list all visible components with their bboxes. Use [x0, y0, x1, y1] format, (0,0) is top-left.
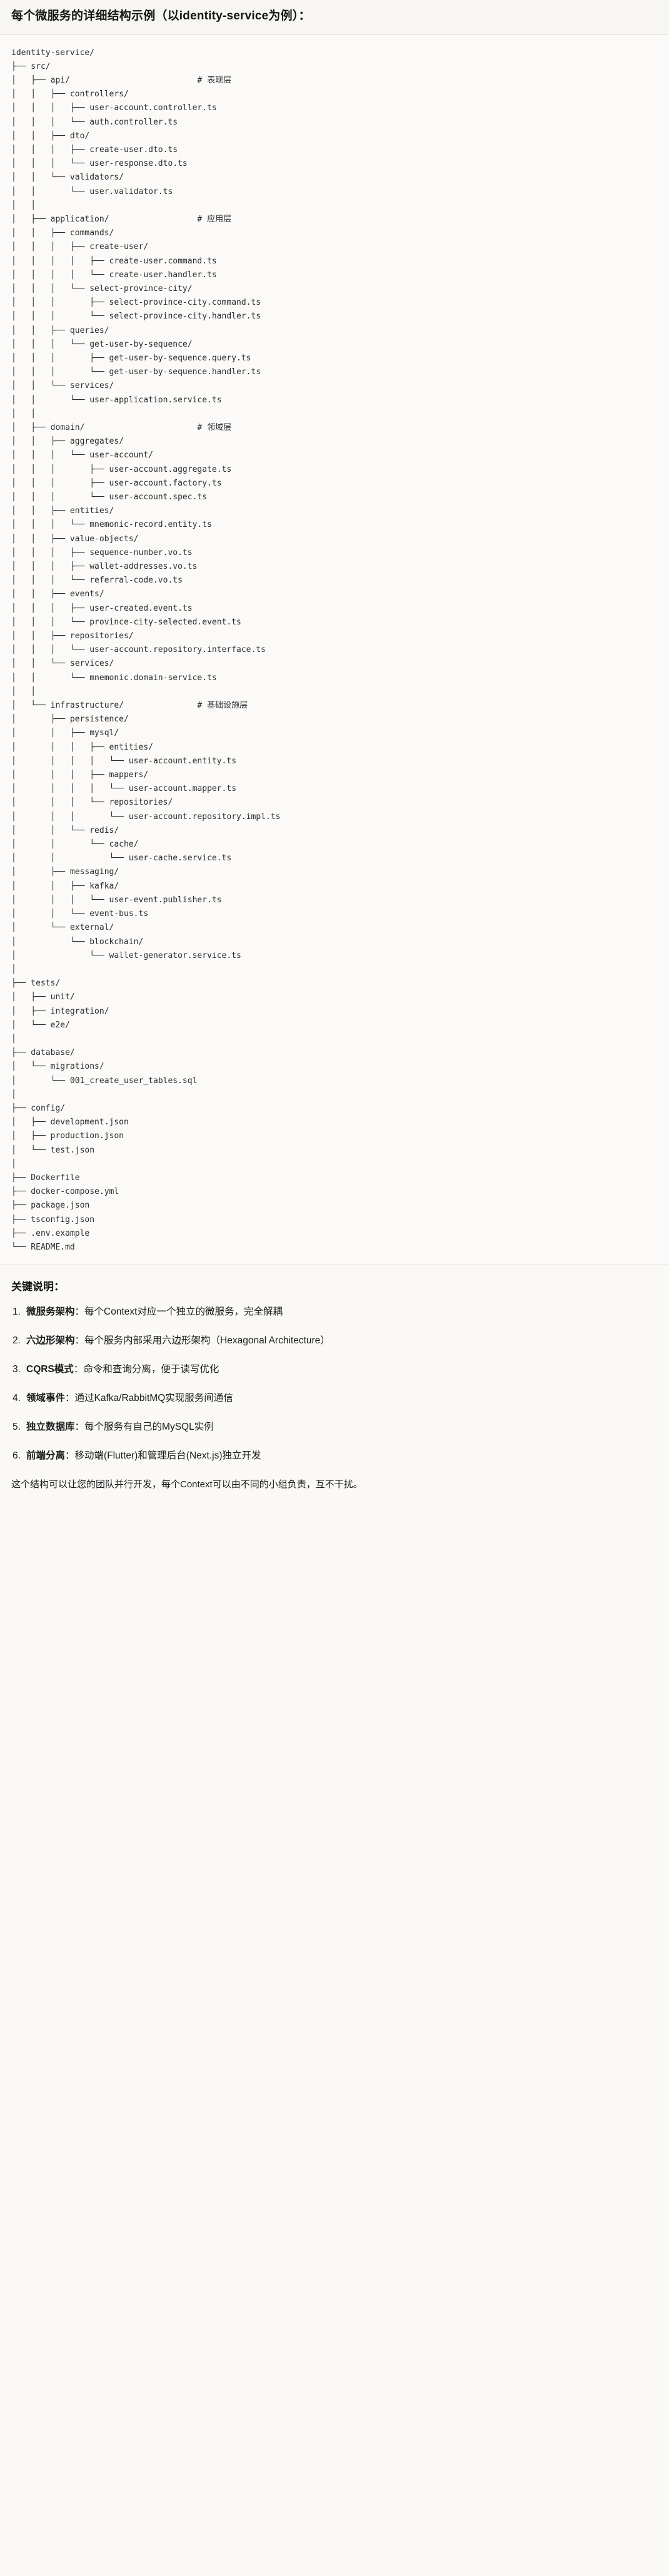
key-note-term: 领域事件 — [26, 1393, 66, 1404]
key-note-description: 每个Context对应一个独立的微服务，完全解耦 — [84, 1306, 283, 1318]
directory-tree-block: identity-service/ ├── src/ │ ├── api/ # … — [0, 34, 669, 1265]
key-note-separator: ： — [65, 1393, 75, 1404]
key-note-item: 3. CQRS模式：命令和查询分离，便于读写优化 — [13, 1362, 658, 1377]
key-note-description: 每个服务内部采用六边形架构（Hexagonal Architecture） — [84, 1335, 330, 1347]
key-note-number: 2. — [13, 1335, 21, 1347]
key-note-separator: ： — [73, 1364, 84, 1375]
key-note-item: 1. 微服务架构：每个Context对应一个独立的微服务，完全解耦 — [13, 1305, 658, 1320]
key-note-item: 4. 领域事件：通过Kafka/RabbitMQ实现服务间通信 — [13, 1391, 658, 1406]
key-note-number: 3. — [13, 1364, 21, 1375]
key-note-number: 6. — [13, 1450, 21, 1462]
key-note-number: 1. — [13, 1306, 21, 1318]
key-note-item: 2. 六边形架构：每个服务内部采用六边形架构（Hexagonal Architec… — [13, 1333, 658, 1348]
key-note-description: 每个服务有自己的MySQL实例 — [84, 1422, 214, 1433]
key-note-description: 移动端(Flutter)和管理后台(Next.js)独立开发 — [74, 1450, 261, 1462]
key-note-description: 命令和查询分离，便于读写优化 — [83, 1364, 219, 1375]
key-note-term: CQRS模式 — [26, 1364, 74, 1375]
title-bar: 每个微服务的详细结构示例（以identity-service为例）： — [0, 0, 669, 35]
directory-tree: identity-service/ ├── src/ │ ├── api/ # … — [11, 48, 281, 1252]
key-note-separator: ： — [74, 1422, 85, 1433]
closing-paragraph: 这个结构可以让您的团队并行开发，每个Context可以由不同的小组负责，互不干扰… — [11, 1479, 363, 1490]
key-note-term: 六边形架构 — [26, 1335, 75, 1347]
key-note-item: 6. 前端分离：移动端(Flutter)和管理后台(Next.js)独立开发 — [13, 1448, 658, 1464]
key-note-description: 通过Kafka/RabbitMQ实现服务间通信 — [74, 1393, 233, 1404]
key-notes-heading: 关键说明： — [11, 1281, 64, 1293]
key-note-number: 5. — [13, 1422, 21, 1433]
key-note-number: 4. — [13, 1393, 21, 1404]
key-note-separator: ： — [65, 1450, 75, 1462]
key-note-separator: ： — [74, 1306, 85, 1318]
key-note-separator: ： — [74, 1335, 85, 1347]
key-note-term: 前端分离 — [26, 1450, 66, 1462]
key-note-term: 微服务架构 — [26, 1306, 75, 1318]
key-note-item: 5. 独立数据库：每个服务有自己的MySQL实例 — [13, 1420, 658, 1435]
key-note-term: 独立数据库 — [26, 1422, 75, 1433]
page-title: 每个微服务的详细结构示例（以identity-service为例）： — [11, 9, 311, 23]
